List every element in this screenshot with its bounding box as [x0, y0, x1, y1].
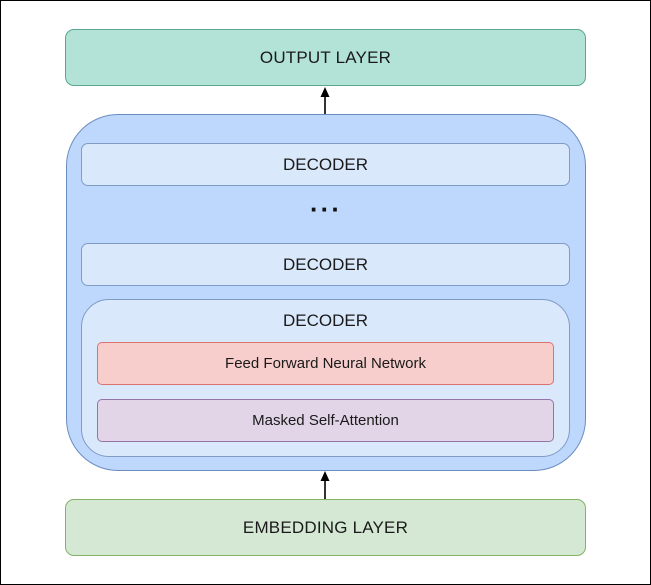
decoder-block-top: DECODER — [81, 143, 570, 186]
arrow-embedding-to-stack — [320, 471, 330, 499]
decoder-block-middle: DECODER — [81, 243, 570, 286]
output-layer-box: OUTPUT LAYER — [65, 29, 586, 86]
arrow-stack-to-output — [320, 87, 330, 115]
embedding-layer-label: EMBEDDING LAYER — [242, 517, 409, 537]
feed-forward-network-label: Feed Forward Neural Network — [225, 355, 426, 372]
masked-self-attention-label: Masked Self-Attention — [252, 412, 399, 429]
ellipsis-indicator: ··· — [310, 193, 342, 224]
output-layer-label: OUTPUT LAYER — [259, 47, 392, 67]
decoder-block-top-label: DECODER — [282, 154, 368, 174]
decoder-block-detailed-title: DECODER — [282, 311, 368, 330]
masked-self-attention-box: Masked Self-Attention — [97, 399, 554, 442]
feed-forward-network-box: Feed Forward Neural Network — [97, 342, 554, 385]
embedding-layer-box: EMBEDDING LAYER — [65, 499, 586, 556]
decoder-block-middle-label: DECODER — [282, 254, 368, 274]
